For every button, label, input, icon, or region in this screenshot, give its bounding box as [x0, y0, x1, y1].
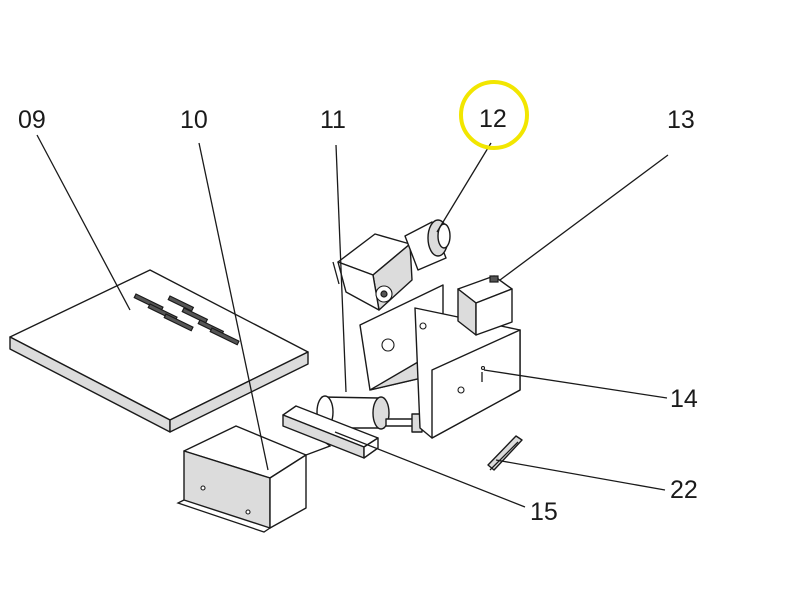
callout-highlight-circle	[459, 80, 529, 150]
callout-11: 11	[320, 106, 346, 134]
callout-22: 22	[670, 476, 698, 504]
part-11-roller	[316, 395, 433, 433]
callout-15: 15	[530, 498, 558, 526]
callout-labels: 09 10 11 12 13 14 15 22	[18, 105, 698, 526]
leader-lines	[36, 134, 669, 508]
leader-13	[499, 154, 669, 281]
panel-label-marking	[133, 293, 240, 346]
leader-15	[334, 431, 526, 508]
leader-12	[436, 142, 492, 233]
leader-22	[495, 459, 666, 491]
callout-12: 12	[479, 105, 507, 133]
callout-14: 14	[670, 385, 698, 413]
leader-11	[335, 144, 347, 393]
part-12-gear-motor	[332, 219, 451, 311]
callout-09: 09	[18, 106, 46, 134]
callout-13: 13	[667, 106, 695, 134]
leader-14	[483, 369, 668, 399]
part-09-panel	[9, 269, 309, 433]
part-15-rail	[282, 405, 379, 459]
part-10-box	[176, 425, 332, 533]
part-13-cube	[457, 275, 513, 336]
leader-10	[198, 142, 269, 471]
leader-09	[36, 134, 131, 311]
part-14-bracket	[359, 284, 521, 439]
callout-10: 10	[180, 106, 208, 134]
part-22-pin	[487, 435, 523, 471]
